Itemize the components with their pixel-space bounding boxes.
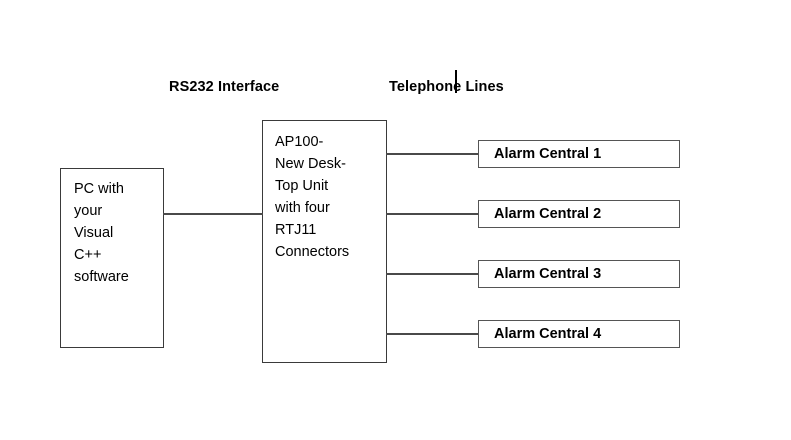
node-alarm-central-2: Alarm Central 2 <box>478 200 680 228</box>
node-alarm-central-1: Alarm Central 1 <box>478 140 680 168</box>
text-cursor-caret <box>455 70 457 93</box>
node-alarm-central-3: Alarm Central 3 <box>478 260 680 288</box>
node-alarm-central-2-label: Alarm Central 2 <box>494 206 602 222</box>
node-ap100-unit: AP100- New Desk- Top Unit with four RTJ1… <box>262 120 387 363</box>
connector-unit-to-alarm-2 <box>386 213 479 215</box>
node-alarm-central-4: Alarm Central 4 <box>478 320 680 348</box>
node-alarm-central-3-label: Alarm Central 3 <box>494 266 602 282</box>
node-pc: PC with your Visual C++ software <box>60 168 164 348</box>
connector-unit-to-alarm-1 <box>386 153 479 155</box>
connector-unit-to-alarm-4 <box>386 333 479 335</box>
connector-unit-to-alarm-3 <box>386 273 479 275</box>
node-alarm-central-1-label: Alarm Central 1 <box>494 146 602 162</box>
node-pc-label: PC with your Visual C++ software <box>74 181 129 285</box>
caption-rs232-interface: RS232 Interface <box>169 79 280 95</box>
connector-pc-to-unit <box>163 213 263 215</box>
node-ap100-unit-label: AP100- New Desk- Top Unit with four RTJ1… <box>275 134 350 260</box>
caption-telephone-lines: Telephone Lines <box>389 79 504 95</box>
node-alarm-central-4-label: Alarm Central 4 <box>494 326 602 342</box>
